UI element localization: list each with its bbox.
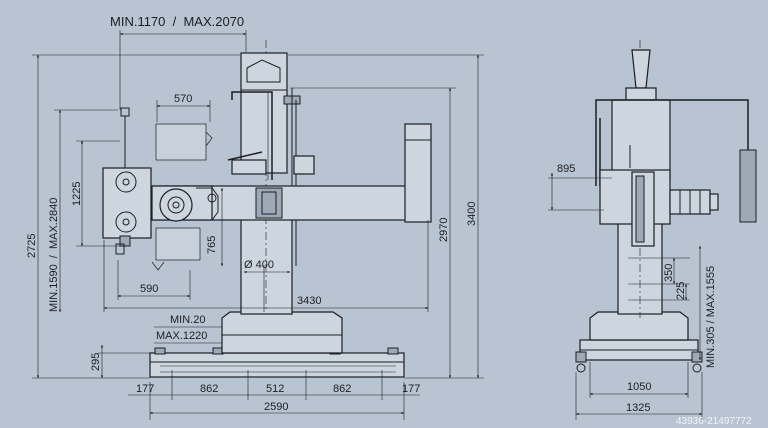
dim-head-width: 570 (174, 93, 192, 105)
dim-seg-862-left: 862 (200, 383, 218, 395)
dim-seg-862-right: 862 (333, 383, 351, 395)
base-plate (149, 352, 405, 378)
side-view: 895 350 225 MIN.305 / MAX.1555 1050 1325 (548, 40, 757, 420)
dim-side-1050: 1050 (627, 381, 651, 393)
front-dimension-labels: MIN.1170 / MAX.2070 570 1225 MIN.1590 / … (26, 14, 478, 413)
dim-base-total: 2590 (264, 401, 288, 413)
column-top-housing (240, 52, 288, 174)
dim-spindle-gap: 1225 (71, 182, 83, 206)
dim-side-min-max: MIN.305 / MAX.1555 (705, 266, 717, 368)
drill-head (102, 107, 152, 255)
dim-side-1325: 1325 (626, 402, 650, 414)
side-column-top (631, 49, 651, 89)
dim-side-350: 350 (663, 264, 675, 282)
dim-head-travel: 765 (206, 236, 218, 254)
dim-column-dia: Ø 400 (244, 259, 274, 271)
dim-vert-2970: 2970 (438, 218, 450, 242)
column-pedestal (221, 311, 343, 354)
dim-seg-512: 512 (266, 383, 284, 395)
dim-base-height: 295 (90, 353, 102, 371)
dim-min-20: MIN.20 (170, 314, 205, 326)
side-pedestal (589, 311, 689, 341)
dim-side-225: 225 (675, 282, 687, 300)
dim-arm-reach: MIN.1170 / MAX.2070 (110, 14, 244, 29)
arm-motor (404, 123, 432, 223)
side-dimension-labels: 895 350 225 MIN.305 / MAX.1555 1050 1325 (557, 163, 717, 414)
dim-seg-177-left: 177 (136, 383, 154, 395)
watermark-id: 43936-21497772 (676, 416, 752, 427)
side-dimension-lines (548, 172, 703, 420)
front-view: MIN.1170 / MAX.2070 570 1225 MIN.1590 / … (26, 14, 484, 420)
dim-head-lower: 590 (140, 283, 158, 295)
dim-vert-3400: 3400 (466, 202, 478, 226)
front-dimension-lines (32, 30, 484, 420)
dim-arm-height: MIN.1590 / MAX.2840 (48, 198, 60, 312)
elevating-handle (231, 91, 273, 180)
dim-seg-177-right: 177 (402, 383, 420, 395)
base-t-slots (160, 365, 396, 373)
dim-base-length-arm: 3430 (297, 295, 321, 307)
drill-head-ghost-positions (151, 123, 213, 271)
dim-side-895: 895 (557, 163, 575, 175)
dim-overall-left: 2725 (26, 234, 38, 258)
side-base-bolts (575, 351, 703, 373)
dim-max-1220: MAX.1220 (156, 330, 207, 342)
side-handle (595, 99, 749, 186)
gearbox (151, 185, 219, 222)
